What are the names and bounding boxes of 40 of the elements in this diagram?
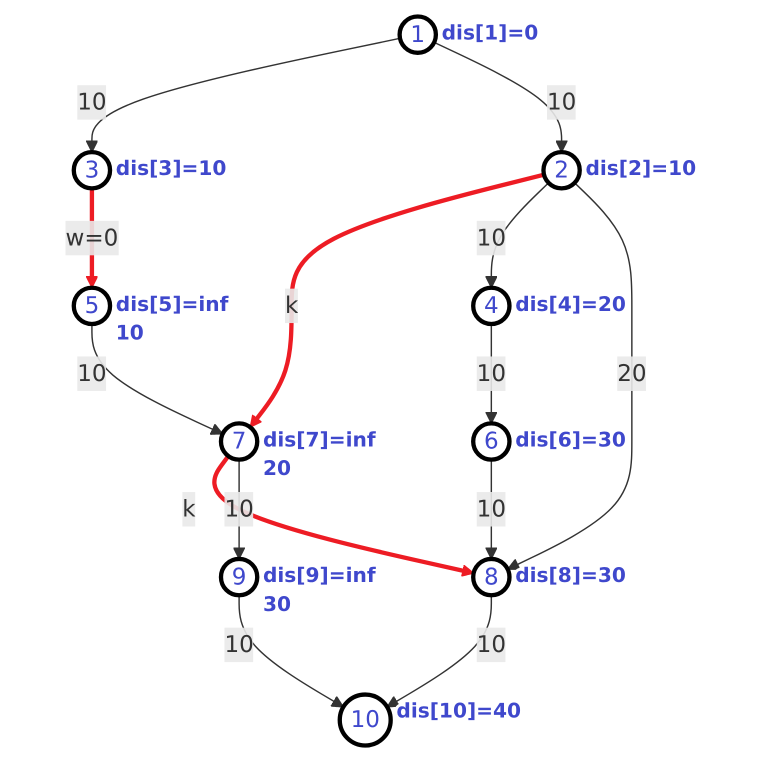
- node-circle: 5: [72, 286, 112, 326]
- arrow: [507, 182, 633, 570]
- edge-label: 20: [617, 359, 647, 387]
- distance-label: 10: [116, 320, 144, 345]
- edge-label: 10: [224, 494, 254, 522]
- edge-label: k: [284, 291, 298, 319]
- distance-label: 30: [263, 592, 292, 616]
- distance-label: dis[3]=10: [116, 156, 226, 180]
- node-circle: 6: [471, 421, 512, 462]
- edge-label: 10: [77, 88, 107, 116]
- edge-label: k: [182, 494, 196, 522]
- edge-label: 10: [224, 630, 254, 658]
- arrow: [250, 172, 545, 428]
- edge-label: w=0: [66, 224, 118, 252]
- node-circle: 8: [471, 556, 512, 598]
- node-circle: 10: [338, 692, 393, 748]
- edge-label: 10: [77, 359, 107, 387]
- node-circle: 3: [72, 150, 112, 191]
- distance-label: dis[1]=0: [442, 20, 538, 45]
- distance-label: dis[8]=30: [515, 563, 626, 587]
- distance-label: dis[2]=10: [585, 156, 696, 180]
- distance-label: dis[5]=inf: [116, 292, 228, 316]
- node-circle: 1: [397, 14, 438, 55]
- distance-label: 20: [263, 456, 292, 480]
- edge-label: 10: [476, 359, 506, 387]
- edge-label: 10: [476, 630, 506, 658]
- node-circle: 4: [471, 286, 512, 326]
- edge-label: 10: [546, 88, 576, 116]
- node-circle: 2: [541, 150, 582, 191]
- edge-label: 10: [476, 494, 506, 522]
- node-circle: 7: [218, 421, 260, 462]
- arrow: [91, 324, 224, 435]
- arrow: [212, 454, 474, 577]
- distance-label: dis[4]=20: [515, 292, 626, 316]
- distance-label: dis[6]=30: [515, 427, 626, 452]
- distance-label: dis[10]=40: [396, 698, 522, 723]
- node-circle: 9: [218, 556, 260, 598]
- distance-label: dis[7]=inf: [263, 427, 376, 452]
- edge-label: 10: [476, 224, 506, 252]
- distance-label: dis[9]=inf: [263, 563, 376, 587]
